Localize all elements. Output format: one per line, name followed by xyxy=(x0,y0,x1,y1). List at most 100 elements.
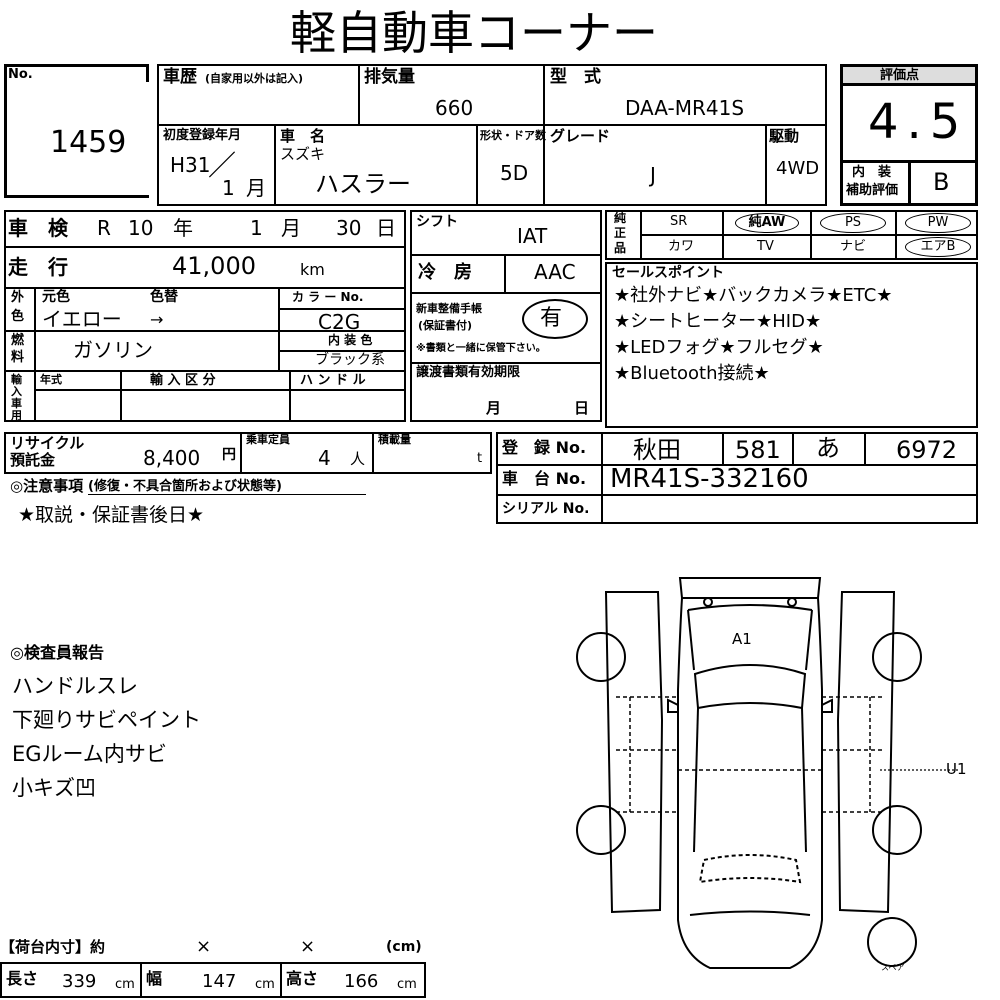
registration-kana: あ xyxy=(816,434,840,462)
original-color-label: 元色 xyxy=(42,289,70,305)
recycle-label-1: リサイクル xyxy=(10,434,85,452)
model-value: DAA-MR41S xyxy=(625,96,745,120)
transfer-day-unit: 日 xyxy=(574,399,590,417)
inspector-label: ◎検査員報告 xyxy=(10,643,104,662)
color-arrow: → xyxy=(150,310,164,329)
load-label: 積載量 xyxy=(378,433,411,446)
equipment-label-3: 品 xyxy=(614,241,627,255)
equip-navi: ナビ xyxy=(840,239,867,254)
maintenance-note: ※書類と一緒に保管下さい。 xyxy=(416,343,546,354)
score-value: 4.5 xyxy=(868,94,969,150)
serial-label: シリアル No. xyxy=(502,501,590,517)
lot-box xyxy=(4,64,149,198)
shape-value: 5D xyxy=(500,161,529,185)
page-title: 軽自動車コーナー xyxy=(290,6,658,60)
inspection-day-unit: 日 xyxy=(376,216,396,240)
equip-power-steering: PS xyxy=(820,213,886,233)
inspection-month-unit: 月 xyxy=(281,216,301,240)
history-sublabel: (自家用以外は記入) xyxy=(205,72,304,85)
inspection-day: 30 xyxy=(336,216,362,240)
inspection-box xyxy=(4,210,406,422)
inspector-line-3: EGルーム内サビ xyxy=(12,742,167,766)
registration-region: 秋田 xyxy=(633,436,681,464)
recycle-value: 8,400 xyxy=(143,446,201,470)
cargo-box xyxy=(0,962,426,998)
capacity-unit: 人 xyxy=(350,450,366,468)
import-category-label: 輸 入 区 分 xyxy=(150,373,216,388)
import-label-1: 輸 xyxy=(11,373,22,386)
sales-points-label: セールスポイント xyxy=(612,265,724,281)
color-code-label: カ ラ ー No. xyxy=(292,290,364,304)
import-year-label: 年式 xyxy=(40,373,62,386)
registration-box xyxy=(496,432,978,524)
recycle-label-2: 預託金 xyxy=(10,451,56,469)
notes-sublabel: (修復・不具合箇所および状態等) xyxy=(88,479,282,494)
maintenance-value: 有 xyxy=(540,306,563,331)
damage-mark-a1: A1 xyxy=(732,630,752,648)
model-label: 型 式 xyxy=(550,67,601,87)
damage-mark-u1: U1 xyxy=(946,760,967,778)
chassis-value: MR41S-332160 xyxy=(610,464,809,494)
mileage-unit: km xyxy=(300,260,325,279)
interior-score-label-1: 内 装 xyxy=(852,165,892,180)
shift-label: シフト xyxy=(416,214,458,230)
cargo-width-label: 幅 xyxy=(146,969,163,988)
inspection-month: 1 xyxy=(250,216,263,240)
shape-label: 形状・ドア数 xyxy=(480,129,546,142)
capacity-label: 乗車定員 xyxy=(246,433,290,446)
cargo-height-unit: cm xyxy=(397,977,417,992)
cargo-unit-label: (cm) xyxy=(386,939,422,955)
maintenance-oval xyxy=(522,299,588,339)
load-unit: t xyxy=(477,451,483,466)
interior-score-value: B xyxy=(933,168,950,196)
equipment-label-2: 正 xyxy=(614,226,627,240)
recycle-box xyxy=(4,432,492,474)
fuel-value: ガソリン xyxy=(73,338,153,362)
cargo-length-label: 長さ xyxy=(6,969,39,988)
first-reg-year: H31 xyxy=(170,153,211,177)
registration-label: 登 録 No. xyxy=(502,438,587,457)
displacement-value: 660 xyxy=(435,96,474,120)
notes-value: ★取説・保証書後日★ xyxy=(18,504,205,526)
inspector-line-4: 小キズ凹 xyxy=(12,776,96,800)
equip-power-windows: PW xyxy=(905,213,971,233)
cargo-width-unit: cm xyxy=(255,977,275,992)
sales-point-3: ★LEDフォグ★フルセグ★ xyxy=(614,337,824,358)
fuel-label-2: 料 xyxy=(11,350,25,365)
interior-color-value: ブラック系 xyxy=(315,352,385,368)
sales-point-4: ★Bluetooth接続★ xyxy=(614,363,770,384)
lot-label: No. xyxy=(8,67,33,82)
vehicle-info-grid xyxy=(157,64,827,206)
fuel-label-1: 燃 xyxy=(11,333,25,348)
color-code-value: C2G xyxy=(318,310,361,334)
cargo-label: 【荷台内寸】約 xyxy=(0,938,106,956)
capacity-value: 4 xyxy=(318,446,331,470)
car-damage-diagram xyxy=(576,577,958,969)
displacement-label: 排気量 xyxy=(364,67,415,87)
grade-label: グレード xyxy=(550,127,611,145)
inspector-line-2: 下廻りサビペイント xyxy=(12,708,201,732)
cargo-height-label: 高さ xyxy=(286,969,319,988)
drive-value: 4WD xyxy=(776,158,820,179)
notes-label: ◎注意事項 xyxy=(10,477,84,495)
lot-number: 1459 xyxy=(50,125,127,160)
mileage-value: 41,000 xyxy=(172,252,256,280)
car-name-label: 車 名 xyxy=(280,127,326,145)
spare-tire-label: スペア xyxy=(881,963,905,972)
cargo-length-value: 339 xyxy=(62,971,97,992)
import-label-4: 用 xyxy=(11,409,22,422)
color-label-1: 外 xyxy=(11,290,25,305)
mileage-label: 走 行 xyxy=(8,255,68,279)
cargo-times-1: × xyxy=(196,936,212,957)
maintenance-label-2: (保証書付) xyxy=(418,319,473,332)
cargo-times-2: × xyxy=(300,936,316,957)
transfer-label: 譲渡書類有効期限 xyxy=(416,365,521,380)
aircon-value: AAC xyxy=(534,260,576,284)
shift-value: IAT xyxy=(517,224,548,248)
maintenance-label-1: 新車整備手帳 xyxy=(416,302,482,315)
original-color-value: イエロー xyxy=(42,307,122,331)
inspector-line-1: ハンドルスレ xyxy=(12,674,138,698)
sales-point-1: ★社外ナビ★バックカメラ★ETC★ xyxy=(614,285,893,306)
import-label-2: 入 xyxy=(11,385,22,398)
interior-score-label-2: 補助評価 xyxy=(846,183,899,198)
